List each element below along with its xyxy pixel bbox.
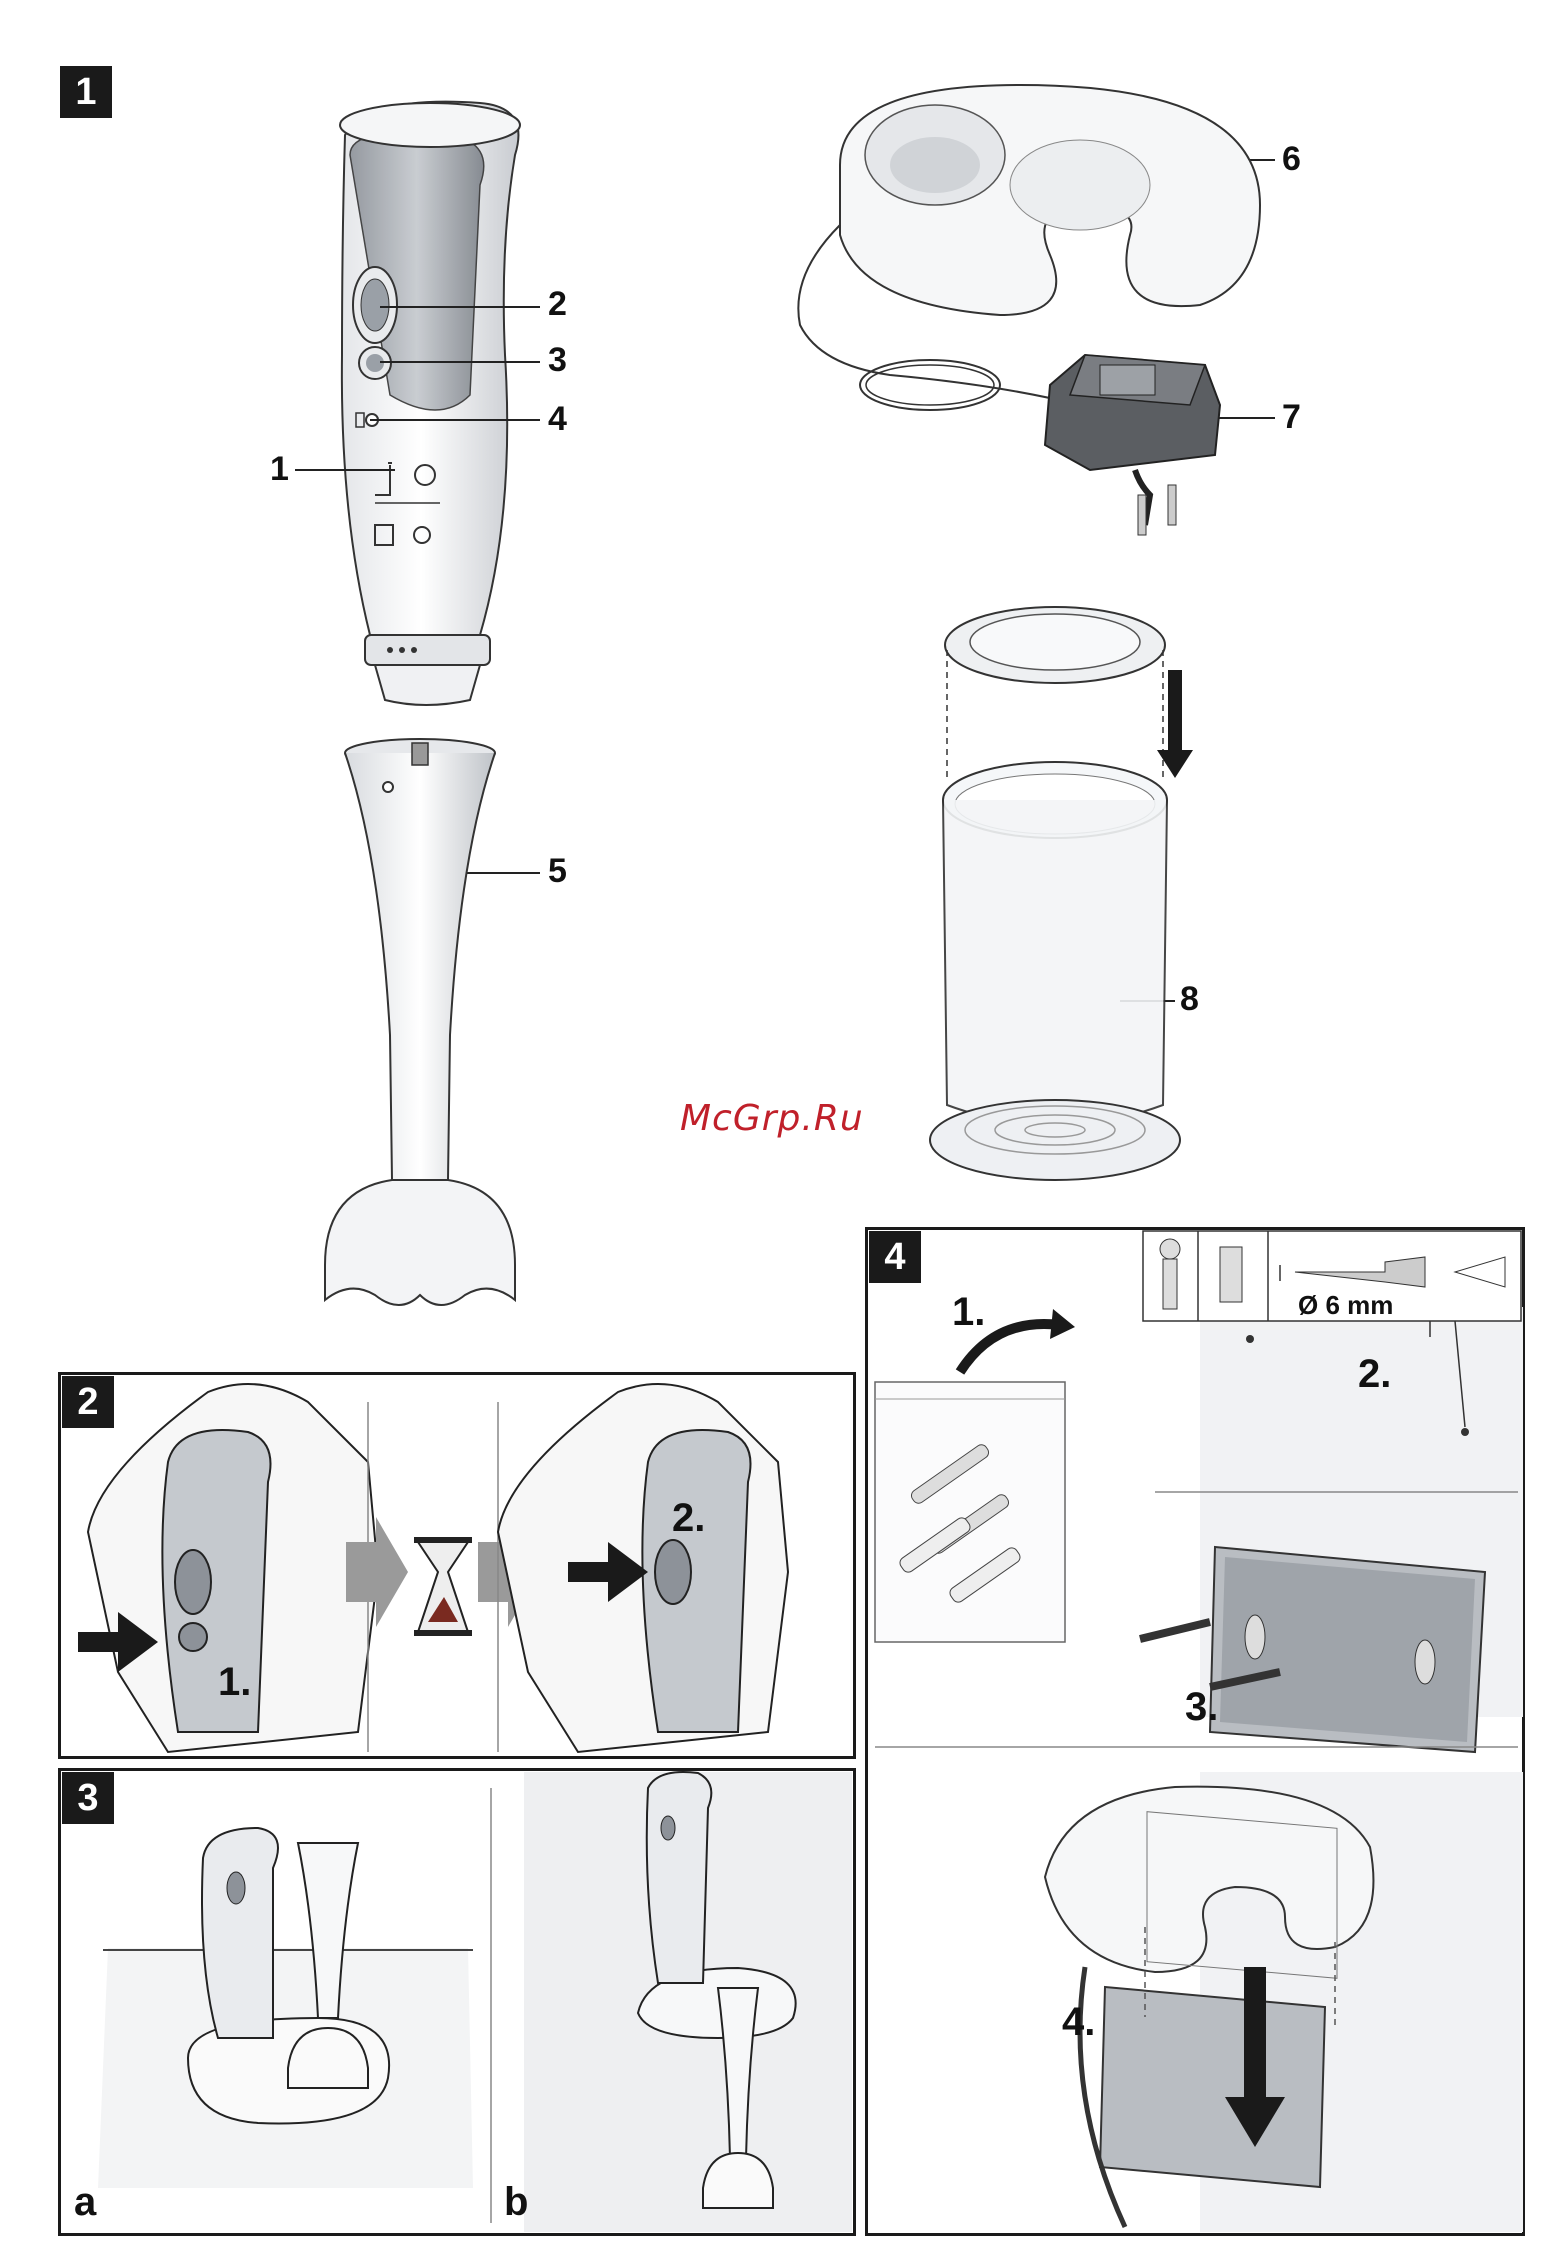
section-3-illustration	[58, 1768, 856, 2236]
section-4-step-4: 4.	[1062, 2000, 1095, 2045]
callout-2: 2	[548, 285, 567, 324]
drill-size-label: Ø 6 mm	[1298, 1290, 1393, 1321]
section-4-illustration	[865, 1227, 1525, 2236]
section-4-step-1: 1.	[952, 1290, 985, 1335]
beaker-with-lid-illustration	[935, 600, 1195, 1200]
power-adapter-illustration	[1030, 345, 1230, 545]
section-3-label-b: b	[504, 2180, 528, 2225]
callout-3: 3	[548, 341, 567, 380]
callout-4: 4	[548, 400, 567, 439]
section-4-step-3: 3.	[1185, 1685, 1218, 1730]
section-4-step-2: 2.	[1358, 1352, 1391, 1397]
section-2-illustration	[58, 1372, 856, 1759]
callout-5: 5	[548, 852, 567, 891]
watermark: McGrp.Ru	[680, 1098, 864, 1139]
callout-7: 7	[1282, 398, 1301, 437]
section-2-step-2: 2.	[672, 1496, 705, 1541]
callout-6: 6	[1282, 140, 1301, 179]
section-3-label-a: a	[74, 2180, 96, 2225]
section-2-step-1: 1.	[218, 1660, 251, 1705]
callout-1: 1	[270, 450, 289, 489]
blending-shaft-illustration	[320, 735, 520, 1315]
